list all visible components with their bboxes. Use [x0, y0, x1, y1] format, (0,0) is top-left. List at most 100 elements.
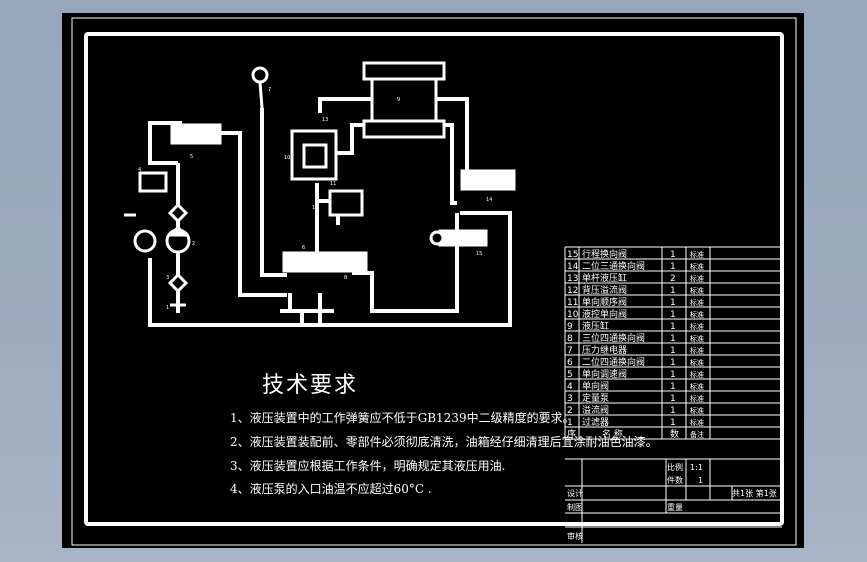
bom-cell-note: 标准	[690, 274, 704, 283]
component-label-6: 6	[302, 245, 305, 251]
component-label-7: 7	[268, 87, 271, 93]
bom-cell-no: 3	[567, 394, 573, 404]
bom-cell-no: 8	[567, 334, 573, 344]
outer-border	[71, 17, 797, 546]
bom-cell-name: 单向阀	[582, 380, 609, 392]
bom-cell-note: 标准	[690, 334, 704, 343]
bom-cell-note: 标准	[690, 358, 704, 367]
qty-value: 1	[698, 476, 703, 485]
cylinder-bottom	[362, 119, 446, 139]
bom-cell-qty: 1	[670, 406, 676, 416]
cylinder-body	[370, 77, 438, 125]
bom-cell-name: 过滤器	[582, 416, 609, 428]
bom-cell-note: 标准	[690, 286, 704, 295]
bom-cell-name: 单向顺序阀	[582, 296, 627, 308]
bom-cell-name: 单杆液压缸	[582, 272, 627, 284]
bom-cell-no: 1	[567, 418, 573, 428]
bom-cell-no: 9	[567, 322, 573, 332]
bom-cell-qty: 1	[670, 298, 676, 308]
check-symbol	[167, 202, 189, 224]
pressure-line-mid	[260, 108, 287, 277]
bom-cell-no: 10	[567, 310, 579, 320]
bom-cell-no: 15	[567, 250, 578, 260]
bom-cell-note: 标准	[690, 382, 704, 391]
pressure-line-left	[192, 131, 287, 297]
bom-cell-qty: 1	[670, 346, 676, 356]
bom-cell-note: 标准	[690, 394, 704, 403]
qty-label: 件数	[667, 475, 683, 485]
component-label-2: 2	[192, 241, 195, 247]
bom-cell-note: 标准	[690, 406, 704, 415]
bom-header-name: 名 称	[602, 428, 623, 440]
bom-cell-note: 标准	[690, 262, 704, 271]
component-label-10: 10	[284, 155, 290, 161]
return-line	[148, 211, 512, 327]
bom-cell-qty: 1	[670, 310, 676, 320]
requirement-item-3: 3、液压装置应根据工作条件，明确规定其液压用油.	[230, 459, 506, 473]
bom-cell-name: 溢流阀	[582, 404, 609, 416]
lower-right-line	[352, 213, 459, 313]
title-block-text: 比例 1:1 件数 1 共1张 第1张 重量 设计 制图 审核	[567, 462, 777, 541]
bom-cell-no: 6	[567, 358, 573, 368]
bom-header-no: 序	[567, 428, 576, 440]
bom-cell-name: 二位三通换向阀	[582, 260, 645, 272]
sequence-valve	[328, 189, 364, 217]
bom-cell-qty: 1	[670, 358, 676, 368]
relief-line	[148, 121, 182, 165]
directional-valve-8	[282, 251, 368, 273]
component-label-1: 1	[166, 305, 169, 311]
component-label-14: 14	[486, 197, 492, 203]
component-label-13: 13	[322, 117, 328, 123]
component-label-4: 4	[138, 167, 141, 173]
bom-cell-name: 行程换向阀	[582, 248, 627, 260]
bom-cell-qty: 1	[670, 262, 676, 272]
bom-cell-no: 12	[567, 286, 578, 296]
bom-cell-no: 14	[567, 262, 579, 272]
cylinder-upper	[318, 97, 392, 113]
directional-valve-14	[460, 169, 516, 191]
bom-cell-qty: 1	[670, 250, 676, 260]
bom-cell-qty: 1	[670, 418, 676, 428]
bom-cell-qty: 1	[670, 394, 676, 404]
component-label-8: 8	[344, 275, 347, 281]
bom-cell-note: 标准	[690, 370, 704, 379]
component-label-3: 3	[166, 275, 169, 281]
bom-cell-no: 11	[567, 298, 578, 308]
bom-cell-note: 标准	[690, 310, 704, 319]
cylinder-top	[362, 61, 446, 81]
bom-header-qty: 数	[670, 428, 679, 440]
component-label-5: 5	[190, 154, 193, 160]
draw-label: 制图	[567, 502, 583, 512]
bom-cell-qty: 1	[670, 370, 676, 380]
pilot-check-valve	[290, 129, 338, 181]
directional-valve-6	[170, 123, 222, 145]
bom-cell-name: 单向调速阀	[582, 368, 627, 380]
check-label: 审核	[567, 531, 583, 541]
bom-cell-qty: 1	[670, 334, 676, 344]
hydraulic-circuit	[148, 97, 512, 327]
component-label-9: 9	[397, 97, 400, 103]
bom-cell-no: 5	[567, 370, 573, 380]
bom-cell-note: 标准	[690, 250, 704, 259]
bom-cell-name: 液压缸	[582, 320, 609, 332]
bom-cell-name: 液控单向阀	[582, 308, 627, 320]
bom-cell-note: 标准	[690, 418, 704, 427]
component-label-11: 11	[330, 181, 336, 187]
bom-cell-name: 二位四通换向阀	[582, 356, 645, 368]
design-label: 设计	[567, 488, 583, 498]
bom-cell-no: 4	[567, 382, 573, 392]
bom-cell-qty: 1	[670, 286, 676, 296]
components	[124, 61, 516, 307]
bom-cell-qty: 2	[670, 274, 676, 284]
travel-valve-15	[438, 229, 488, 247]
sheet-count: 共1张 第1张	[732, 488, 777, 498]
pump-triangle	[169, 224, 187, 237]
requirements-title: 技术要求	[262, 373, 359, 398]
bom-cell-name: 三位四通换向阀	[582, 332, 645, 344]
bom-cell-note: 标准	[690, 346, 704, 355]
bom-cell-no: 2	[567, 406, 573, 416]
gauge-stem	[258, 81, 264, 109]
roller-symbol	[429, 230, 445, 246]
